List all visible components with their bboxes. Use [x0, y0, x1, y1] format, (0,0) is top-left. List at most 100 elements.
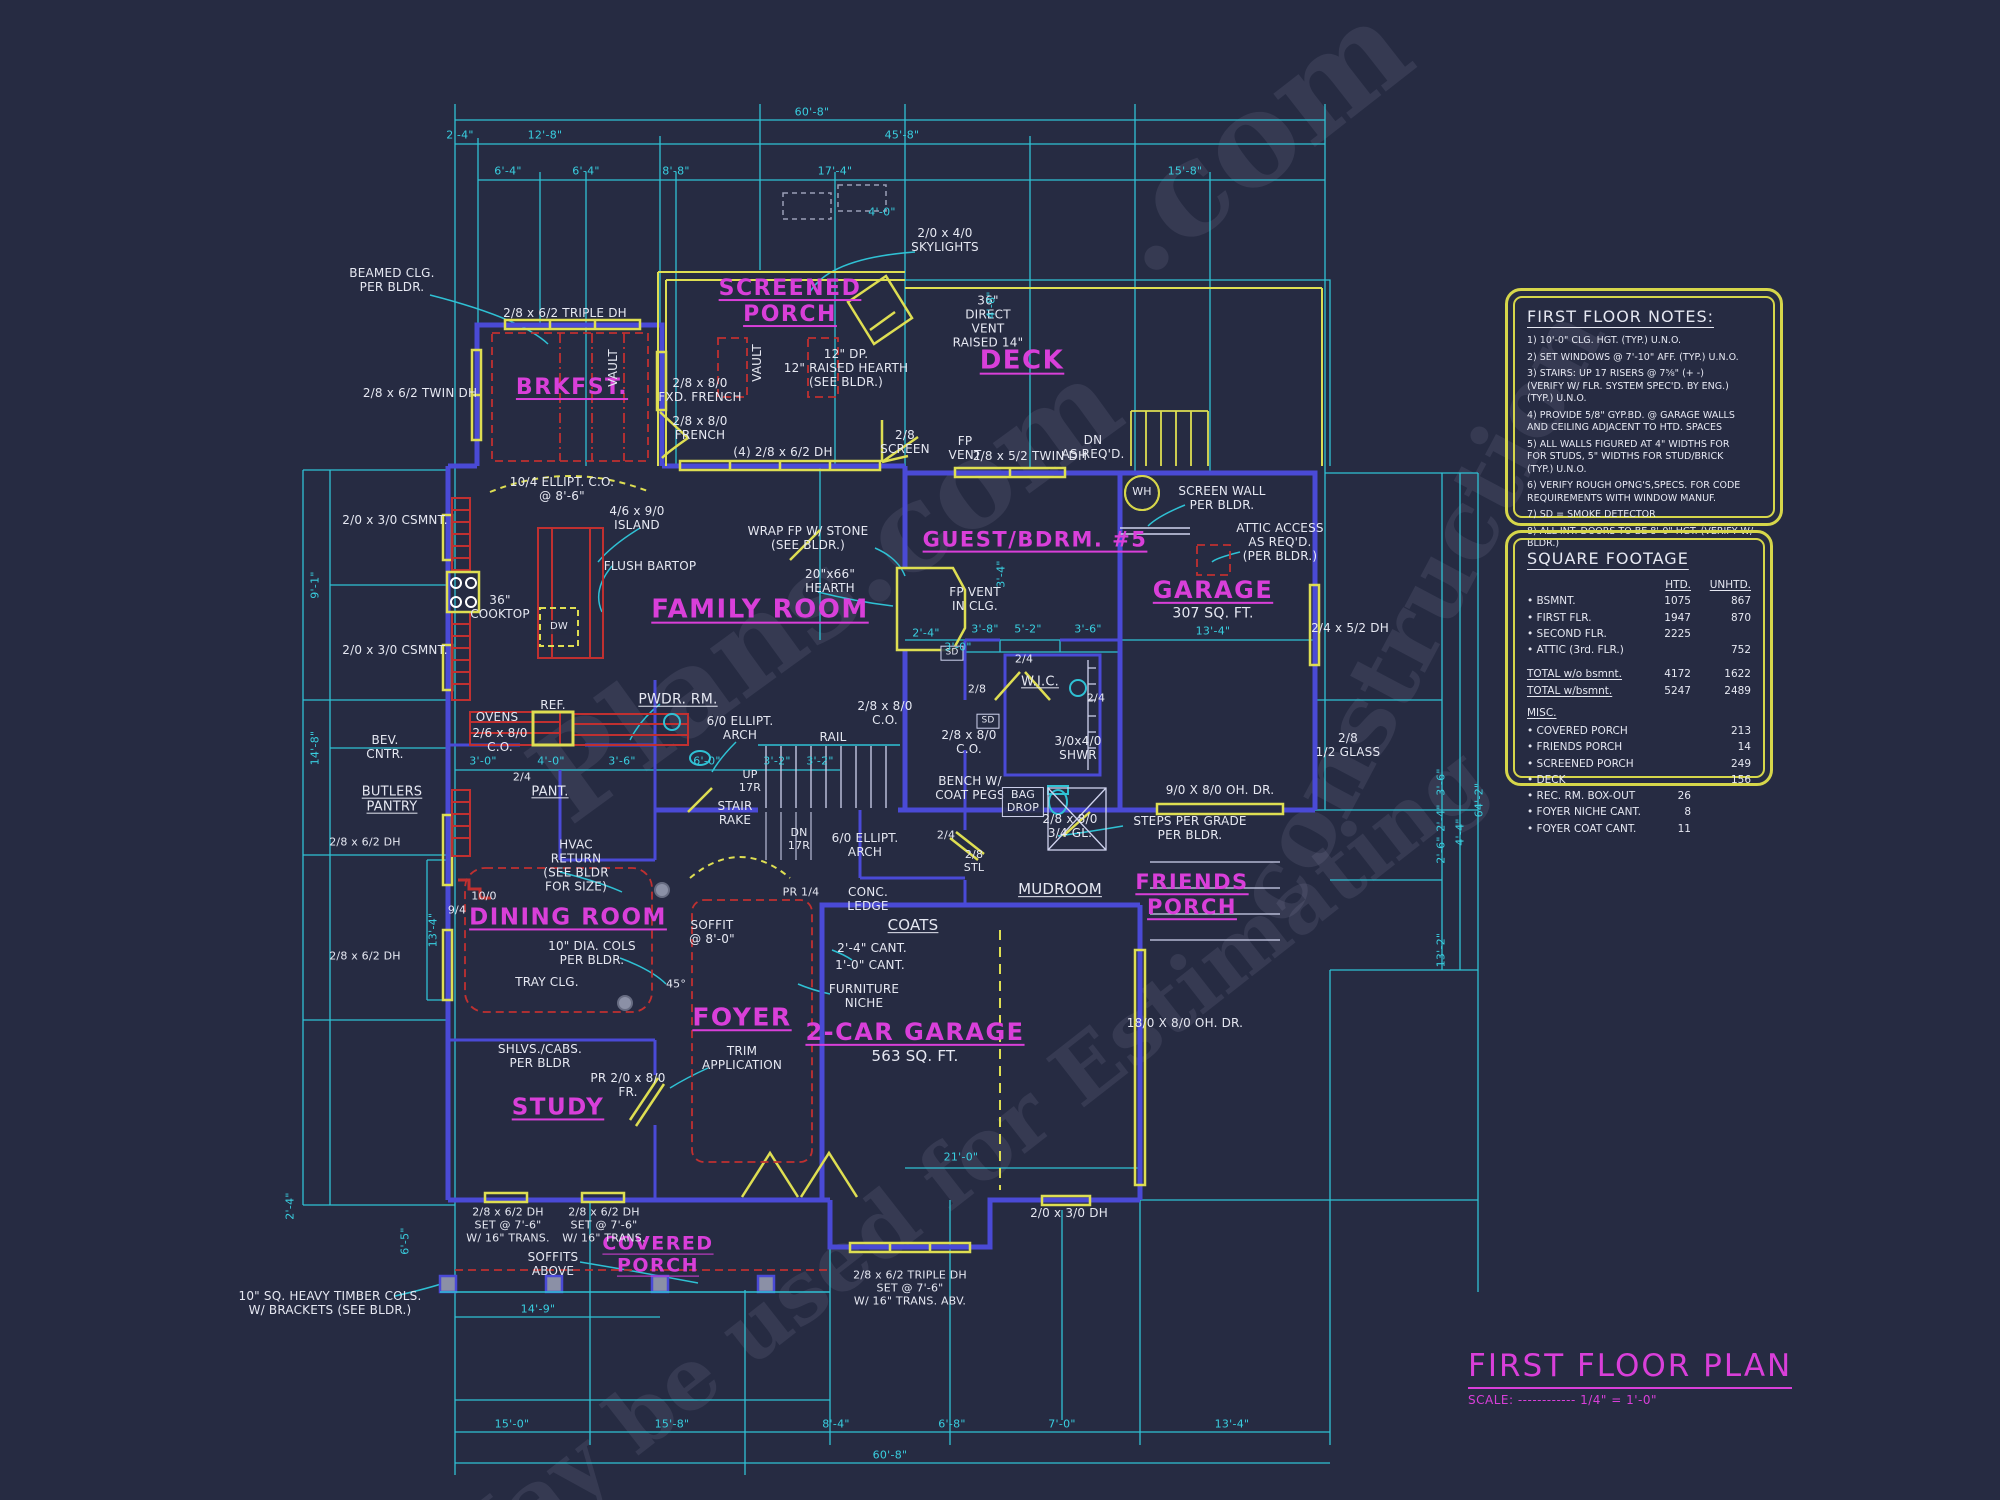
annotation: 2/8: [967, 682, 987, 696]
sqft-col-unhtd: UNHTD.: [1709, 579, 1751, 591]
room-label-deck: DECK: [979, 345, 1065, 376]
annotation: 2/8 x 6/2 DH SET @ 7'-6" W/ 16" TRANS.: [466, 1205, 550, 1245]
bag-drop-label: BAG DROP: [1001, 787, 1045, 817]
annotation: WRAP FP W/ STONE (SEE BLDR.): [747, 523, 869, 552]
room-label-wic: W.I.C.: [1021, 674, 1059, 690]
annotation: 2/8 x 8/0 C.O.: [857, 698, 913, 727]
dimension: 7'-0": [1048, 1417, 1076, 1431]
annotation: SOFFIT @ 8'-0": [689, 917, 735, 946]
sqft-row: • ATTIC (3rd. FLR.)752: [1527, 644, 1751, 657]
annotation: BEV. CNTR.: [366, 732, 404, 761]
smoke-detector-label: SD: [940, 645, 964, 661]
annotation: 10" SQ. HEAVY TIMBER COLS. W/ BRACKETS (…: [238, 1288, 422, 1317]
dimension: 3'-2": [806, 754, 834, 768]
dimension: 4'-0": [868, 205, 896, 219]
drawing-title: FIRST FLOOR PLAN: [1468, 1348, 1793, 1389]
annotation: 6/0 ELLIPT. ARCH: [831, 830, 899, 859]
note-item: 7) SD = SMOKE DETECTOR: [1527, 509, 1656, 521]
annotation: 6/0 ELLIPT. ARCH: [706, 713, 774, 742]
room-label-family-room: FAMILY ROOM: [651, 594, 869, 625]
dimension: 3'-4": [994, 560, 1008, 588]
room-label-garage: GARAGE: [1152, 575, 1274, 604]
annotation: 2/8 x 8/0 FRENCH: [672, 413, 728, 442]
room-label-guest-bdrm5: GUEST/BDRM. #5: [922, 527, 1148, 552]
annotation: 2/8 x 6/2 DH: [329, 949, 401, 963]
annotation: 1'-0" CANT.: [835, 957, 905, 972]
note-item: 5) ALL WALLS FIGURED AT 4" WIDTHS FOR FO…: [1527, 438, 1730, 475]
annotation: 2/8 x 8/0 3/4 GL.: [1042, 811, 1098, 840]
doors: [628, 411, 1091, 1198]
water-heater-label: WH: [1124, 475, 1160, 511]
deck-and-porch: [438, 184, 1323, 1294]
annotation: FP VENT: [948, 433, 982, 462]
annotation: FLUSH BARTOP: [603, 558, 697, 573]
annotation: 2/0 x 4/0 SKYLIGHTS: [911, 225, 979, 254]
annotation: PR 1/4: [782, 885, 820, 899]
annotation: DN 17R: [787, 826, 811, 852]
dimension: 13'-4": [1214, 1417, 1250, 1431]
dimension: 3'-6": [1074, 622, 1102, 636]
annotation: 2/0 x 3/0 DH: [1030, 1205, 1108, 1220]
room-label-pwdr-rm: PWDR. RM.: [638, 691, 718, 708]
annotation: STAIR RAKE: [717, 798, 753, 827]
annotation: TRAY CLG.: [515, 974, 579, 989]
notes-panel-title: FIRST FLOOR NOTES:: [1527, 307, 1714, 326]
room-label-2car-garage: 2-CAR GARAGE: [805, 1017, 1025, 1046]
annotation: SOFFITS ABOVE: [527, 1249, 579, 1278]
dimension: 2'-4": [283, 1192, 297, 1220]
annotation: VAULT: [605, 349, 620, 387]
annotation: REF.: [540, 697, 566, 712]
dimension: 3'-6": [1434, 768, 1448, 796]
dimension: 14'-8": [308, 730, 322, 766]
annotation: 45°: [665, 977, 687, 991]
dimension: 6'-4": [572, 164, 600, 178]
annotation: 9/4: [447, 903, 467, 917]
annotation: HVAC RETURN (SEE BLDR FOR SIZE): [543, 837, 609, 895]
annotation: 2/8 1/2 GLASS: [1315, 730, 1381, 759]
fixtures: [617, 660, 1107, 1011]
first-floor-notes-panel: FIRST FLOOR NOTES: 1) 10'-0" CLG. HGT. (…: [1505, 288, 1783, 549]
dimension: 2'-4": [1434, 804, 1448, 832]
annotation: BEAMED CLG. PER BLDR.: [349, 265, 435, 294]
note-item: 2) SET WINDOWS @ 7'-10" AFF. (TYP.) U.N.…: [1527, 351, 1739, 363]
note-item: 6) VERIFY ROUGH OPNG'S,SPECS. FOR CODE R…: [1527, 480, 1741, 504]
stairs: [758, 744, 1280, 941]
annotation: 2/8 SCREEN: [880, 427, 930, 456]
annotation: 36" COOKTOP: [470, 592, 530, 621]
annotation: PR 2/0 x 8/0 FR.: [590, 1070, 666, 1099]
annotation: 10/0: [471, 889, 497, 903]
dimension: 15'-8": [654, 1417, 690, 1431]
annotation: 2/0 x 3/0 CSMNT.: [342, 642, 448, 657]
annotation: 2'-4" CANT.: [837, 940, 907, 955]
sqft-misc-title: MISC.: [1527, 706, 1557, 719]
dimension: 60'-8": [794, 105, 830, 119]
dishwasher-label: DW: [546, 620, 572, 634]
annotation: STEPS PER GRADE PER BLDR.: [1133, 813, 1247, 842]
annotation: 2/4 x 5/2 DH: [1311, 620, 1389, 635]
room-label-covered-porch: COVERED PORCH: [602, 1232, 714, 1277]
dimension: 15'-8": [1167, 164, 1203, 178]
dimension: 21'-0": [943, 1150, 979, 1164]
annotation: 2/4: [936, 828, 956, 842]
room-label-screened-porch: SCREENED PORCH: [718, 276, 862, 327]
annotation: 2/8 x 6/2 DH: [329, 835, 401, 849]
annotation: 2/4: [1086, 691, 1106, 705]
annotation: 2/6 x 8/0 C.O.: [472, 725, 528, 754]
2car-garage-sqft: 563 SQ. FT.: [871, 1047, 959, 1066]
dimension: 17'-4": [817, 164, 853, 178]
dimension: 15'-0": [494, 1417, 530, 1431]
annotation: OVENS: [475, 709, 519, 724]
room-label-study: STUDY: [511, 1094, 605, 1121]
annotation: 2/8 x 6/2 TWIN DH: [362, 385, 478, 400]
annotation: 20"x66" HEARTH: [804, 566, 856, 595]
windows: [441, 318, 1321, 1254]
sqft-col-htd: HTD.: [1665, 579, 1691, 591]
room-label-brkfst: BRKFST.: [515, 375, 629, 401]
